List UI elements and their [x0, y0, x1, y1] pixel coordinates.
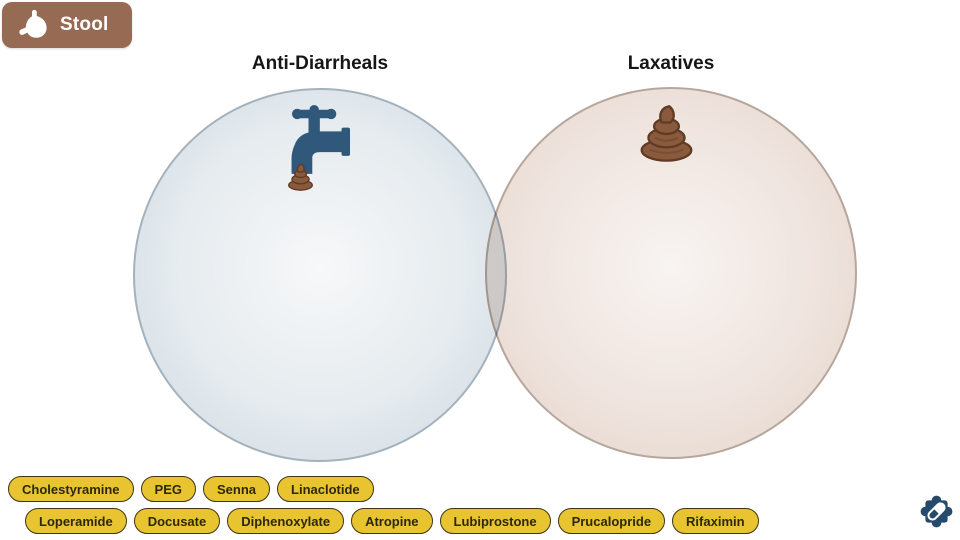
drug-chip-cholestyramine[interactable]: Cholestyramine: [8, 476, 134, 502]
drug-chip-atropine[interactable]: Atropine: [351, 508, 433, 534]
drug-chip-loperamide[interactable]: Loperamide: [25, 508, 127, 534]
left-circle-label: Anti-Diarrheals: [251, 53, 389, 74]
drug-chip-linaclotide[interactable]: Linaclotide: [277, 476, 374, 502]
drug-chip-rifaximin[interactable]: Rifaximin: [672, 508, 759, 534]
faucet-drip-icon: [291, 105, 350, 174]
drug-chip-prucalopride[interactable]: Prucalopride: [557, 508, 666, 534]
drug-chip-diphenoxylate[interactable]: Diphenoxylate: [227, 508, 345, 534]
drug-chip-lubiprostone[interactable]: Lubiprostone: [439, 508, 551, 534]
drug-chip-senna[interactable]: Senna: [203, 476, 271, 502]
poop-icon: [640, 105, 693, 162]
category-badge-label: Stool: [60, 14, 109, 35]
category-badge: Stool: [2, 2, 132, 48]
drug-chip-peg[interactable]: PEG: [140, 476, 197, 502]
puzzle-pill-icon[interactable]: [918, 493, 955, 530]
drip-poop-icon: [288, 163, 313, 191]
right-circle-label: Laxatives: [627, 53, 715, 74]
stomach-icon: [19, 9, 47, 38]
drug-chip-docusate[interactable]: Docusate: [133, 508, 221, 534]
